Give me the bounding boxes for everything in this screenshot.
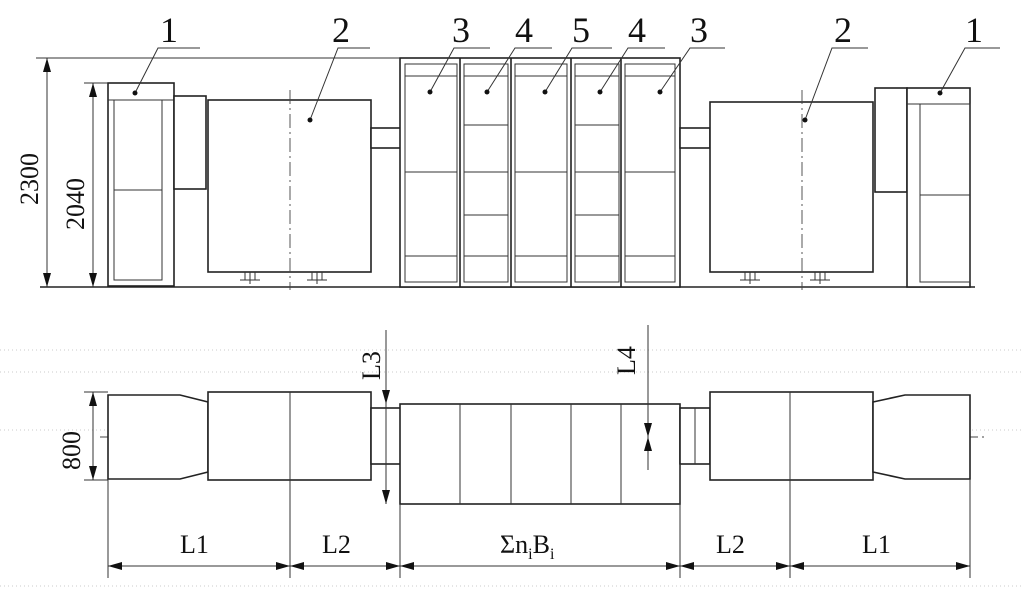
dimension-2300-label: 2300 — [15, 153, 44, 205]
dimension-L4: L4 — [612, 325, 652, 470]
label-unit-2-left: 2 — [332, 10, 350, 50]
sum-B: B — [533, 530, 550, 559]
label-unit-4-right: 4 — [628, 10, 646, 50]
dimension-800-label: 800 — [57, 431, 86, 470]
dimension-sum-label: ΣniBi — [500, 530, 555, 563]
dimension-L2-left-label: L2 — [322, 530, 351, 559]
horizontal-dimension-chain — [107, 464, 971, 578]
sum-sub2: i — [550, 546, 555, 563]
plan-cabinet-row — [399, 403, 681, 505]
plan-left-unit-1 — [107, 394, 209, 480]
dimension-L3-label: L3 — [357, 351, 386, 380]
label-unit-4-left: 4 — [515, 10, 533, 50]
dimension-L1-right-label: L1 — [862, 530, 891, 559]
dimension-2300: 2300 — [15, 57, 400, 287]
sum-main: Σn — [500, 530, 528, 559]
label-unit-5: 5 — [572, 10, 590, 50]
dimension-2040: 2040 — [61, 82, 108, 287]
label-unit-3-left: 3 — [452, 10, 470, 50]
label-unit-3-right: 3 — [690, 10, 708, 50]
right-unit-2 — [679, 90, 874, 290]
label-unit-1-left: 1 — [160, 10, 178, 50]
label-unit-1-right: 1 — [965, 10, 983, 50]
plan-right-unit-2 — [709, 391, 874, 481]
sum-sub1: i — [528, 546, 533, 563]
left-unit-1 — [107, 82, 207, 287]
plan-view: 800 L3 L4 — [57, 325, 985, 578]
dimension-L3: L3 — [357, 330, 390, 504]
right-unit-1 — [874, 87, 971, 288]
dimension-800: 800 — [57, 391, 108, 481]
dimension-L4-label: L4 — [612, 346, 641, 375]
dimension-L1-left-label: L1 — [180, 530, 209, 559]
cabinet-row — [399, 57, 681, 288]
dimension-L2-right-label: L2 — [716, 530, 745, 559]
dimension-2040-label: 2040 — [61, 178, 90, 230]
left-unit-2 — [207, 90, 402, 290]
plan-right-unit-1 — [872, 394, 971, 480]
elevation-view: 1 2 3 4 5 4 3 2 1 2300 2040 — [15, 10, 1000, 290]
label-unit-2-right: 2 — [834, 10, 852, 50]
leader-lines — [132, 47, 1000, 123]
